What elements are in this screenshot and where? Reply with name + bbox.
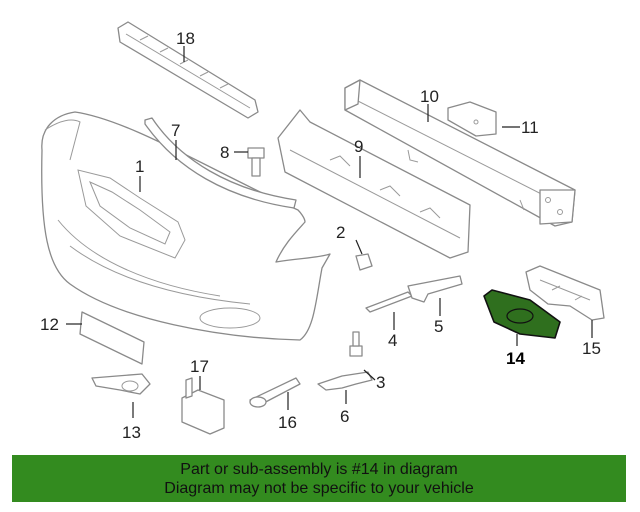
part-9-energy-absorber <box>277 109 471 259</box>
callout-8: 8 <box>220 143 229 162</box>
callout-1: 1 <box>135 157 144 176</box>
part-2-clip <box>355 253 373 271</box>
callout-4: 4 <box>388 331 397 350</box>
part-1-bumper-fascia <box>41 111 331 341</box>
callout-2: 2 <box>336 223 345 242</box>
part-5-bracket <box>407 275 463 303</box>
part-6-bracket <box>317 371 373 391</box>
callout-6: 6 <box>340 407 349 426</box>
callout-18: 18 <box>176 29 195 48</box>
part-4-trim-strip <box>365 291 413 313</box>
callout-10: 10 <box>420 87 439 106</box>
part-10-reinforcement-beam <box>344 79 576 227</box>
callout-9: 9 <box>354 137 363 156</box>
part-13-lamp-bracket <box>91 373 151 395</box>
part-12-license-bracket <box>79 311 145 365</box>
bumper-exploded-diagram: 18 10 11 7 8 9 1 2 12 4 5 14 15 17 3 13 … <box>40 21 605 442</box>
part-11-bracket <box>447 101 497 137</box>
callout-5: 5 <box>434 317 443 336</box>
part-3-bolt <box>349 331 363 357</box>
banner-line-2: Diagram may not be specific to your vehi… <box>164 479 474 497</box>
callout-11: 11 <box>521 118 539 137</box>
banner-line-1: Part or sub-assembly is #14 in diagram <box>180 460 458 478</box>
part-17-sensor-module <box>181 377 225 435</box>
part-14-fog-lamp-bezel <box>483 289 561 339</box>
callout-16: 16 <box>278 413 297 432</box>
part-7-molding <box>144 117 297 209</box>
callout-3: 3 <box>376 373 385 392</box>
info-banner: Part or sub-assembly is #14 in diagram D… <box>12 455 626 502</box>
part-16-harness <box>249 377 301 408</box>
callout-7: 7 <box>171 121 180 140</box>
callout-14: 14 <box>506 349 525 368</box>
callout-17: 17 <box>190 357 209 376</box>
callout-13: 13 <box>122 423 141 442</box>
part-8-bolt <box>247 147 265 177</box>
callout-leaders <box>66 46 593 418</box>
callout-15: 15 <box>582 339 601 358</box>
callout-12: 12 <box>40 315 59 334</box>
